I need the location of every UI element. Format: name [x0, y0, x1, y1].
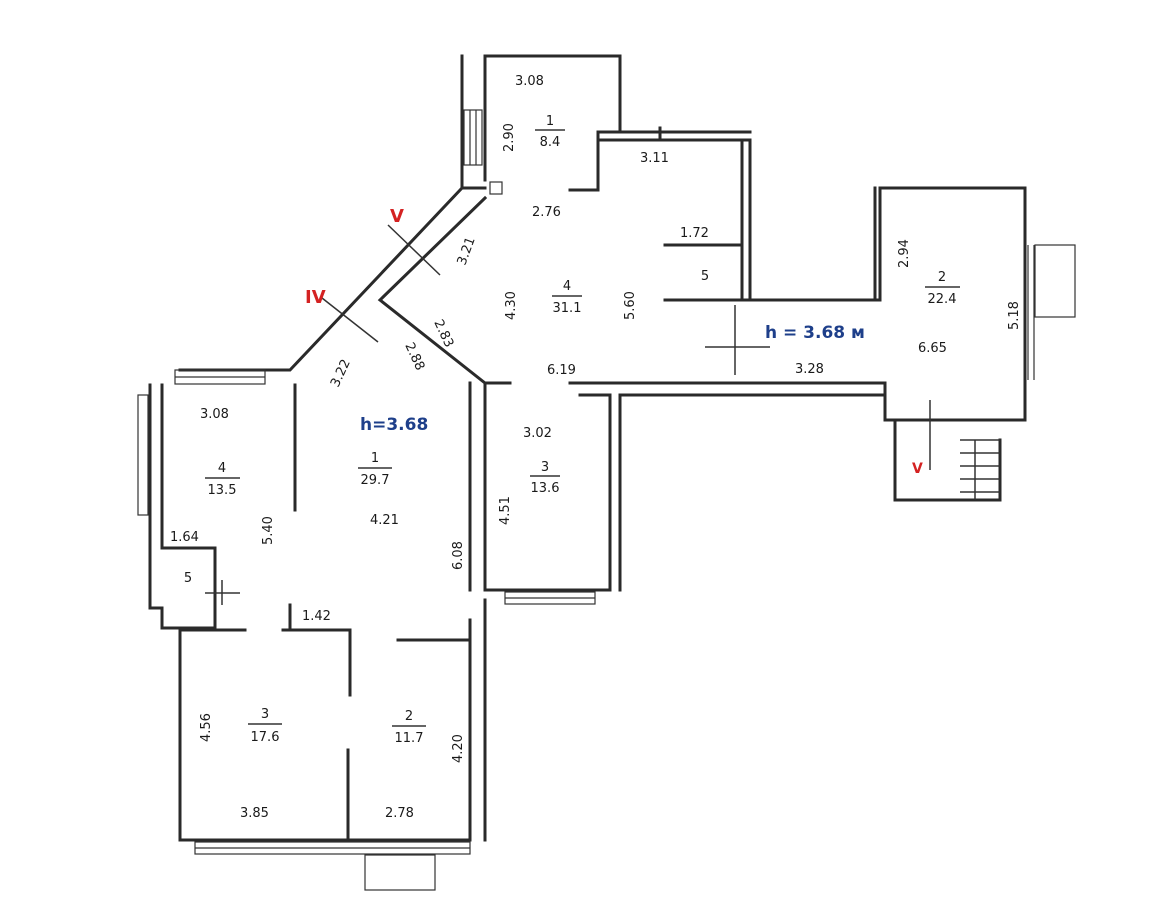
- height-label-right: h = 3.68 м: [765, 323, 865, 343]
- dimension-label: 6.65: [918, 341, 947, 356]
- room-number: 5: [184, 571, 192, 586]
- walls: [148, 54, 1027, 842]
- dimension-label: 4.56: [199, 713, 214, 742]
- room-area: 29.7: [361, 473, 390, 488]
- dimension-label: 5.40: [261, 516, 276, 545]
- room-area: 8.4: [540, 135, 561, 150]
- room-area: 22.4: [928, 292, 957, 307]
- dimension-label: 2.78: [385, 806, 414, 821]
- dimension-label: 2.83: [430, 317, 456, 350]
- room-number: 1: [546, 114, 554, 129]
- dimension-label: 3.28: [795, 362, 824, 377]
- room-number: 2: [405, 709, 413, 724]
- dimension-label: 3.85: [240, 806, 269, 821]
- height-label-left: h=3.68: [360, 415, 428, 435]
- dimension-label: 2.94: [897, 239, 912, 268]
- room-number: 2: [938, 270, 946, 285]
- dimension-label: 3.08: [515, 74, 544, 89]
- room-area: 13.6: [531, 481, 560, 496]
- dimension-label: 4.30: [504, 291, 519, 320]
- dimension-label: 3.02: [523, 426, 552, 441]
- room-number: 4: [563, 279, 571, 294]
- room-number: 3: [261, 707, 269, 722]
- room-number: 1: [371, 451, 379, 466]
- dimensions: 3.08 2.90 3.11 2.76 1.72 3.21 4.30 5.60 …: [170, 74, 1022, 821]
- section-label-iv: IV: [305, 287, 326, 308]
- room-number: 3: [541, 460, 549, 475]
- dimension-label: 1.64: [170, 530, 199, 545]
- room-area: 31.1: [553, 301, 582, 316]
- dimension-label: 1.42: [302, 609, 331, 624]
- room-area: 13.5: [208, 483, 237, 498]
- dimension-label: 2.88: [401, 340, 427, 373]
- room-area: 11.7: [395, 731, 424, 746]
- dimension-label: 5.18: [1007, 301, 1022, 330]
- dimension-label: 4.20: [451, 734, 466, 763]
- dimension-label: 5.60: [623, 291, 638, 320]
- room-number: 4: [218, 461, 226, 476]
- room-number: 5: [701, 269, 709, 284]
- dimension-label: 3.11: [640, 151, 669, 166]
- dimension-label: 1.72: [680, 226, 709, 241]
- dimension-label: 4.21: [370, 513, 399, 528]
- dimension-label: 6.19: [547, 363, 576, 378]
- dimension-label: 3.21: [455, 235, 479, 267]
- windows: [137, 109, 1076, 891]
- dimension-label: 3.08: [200, 407, 229, 422]
- dimension-label: 4.51: [498, 496, 513, 525]
- dimension-label: 2.76: [532, 205, 561, 220]
- section-label-v-bottom: V: [912, 461, 923, 477]
- room-area: 17.6: [251, 730, 280, 745]
- room-bars: [205, 129, 960, 727]
- section-lines: [205, 224, 931, 605]
- dimension-label: 3.22: [328, 357, 354, 390]
- section-label-v-top: V: [390, 206, 404, 227]
- dimension-label: 6.08: [451, 541, 466, 570]
- room-labels: 1 8.4 4 31.1 5 3 13.6 2 22.4 1 29.7 4 13…: [184, 114, 957, 746]
- dimension-label: 2.90: [502, 123, 517, 152]
